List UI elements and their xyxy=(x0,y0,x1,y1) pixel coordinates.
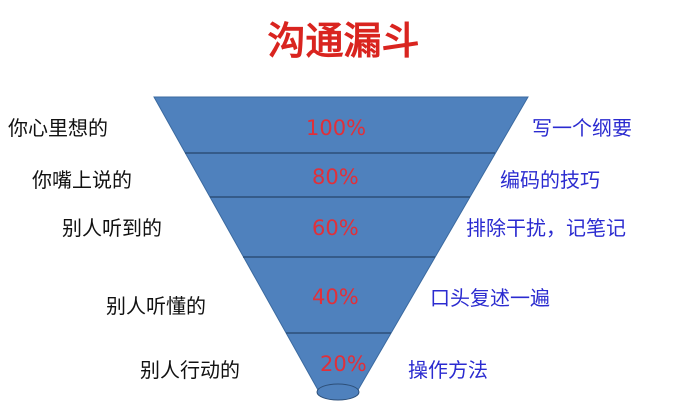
level-4-right-label: 口头复述一遍 xyxy=(430,286,550,310)
level-1-left-label: 你心里想的 xyxy=(8,116,108,140)
level-2-right-label: 编码的技巧 xyxy=(500,168,600,192)
level-2-percent: 80% xyxy=(312,165,359,189)
funnel-spout xyxy=(316,383,360,401)
level-3-percent: 60% xyxy=(312,216,359,240)
level-2-left-label: 你嘴上说的 xyxy=(32,168,132,192)
level-3-right-label: 排除干扰，记笔记 xyxy=(466,216,626,240)
level-1-percent: 100% xyxy=(306,116,367,140)
level-4-left-label: 别人听懂的 xyxy=(106,294,206,318)
level-1-right-label: 写一个纲要 xyxy=(532,116,632,140)
level-5-right-label: 操作方法 xyxy=(408,358,488,382)
level-5-left-label: 别人行动的 xyxy=(140,358,240,382)
level-5-percent: 20% xyxy=(320,352,367,376)
funnel-shape xyxy=(153,96,529,391)
level-3-left-label: 别人听到的 xyxy=(62,216,162,240)
level-4-percent: 40% xyxy=(312,285,359,309)
diagram-title: 沟通漏斗 xyxy=(267,19,420,63)
